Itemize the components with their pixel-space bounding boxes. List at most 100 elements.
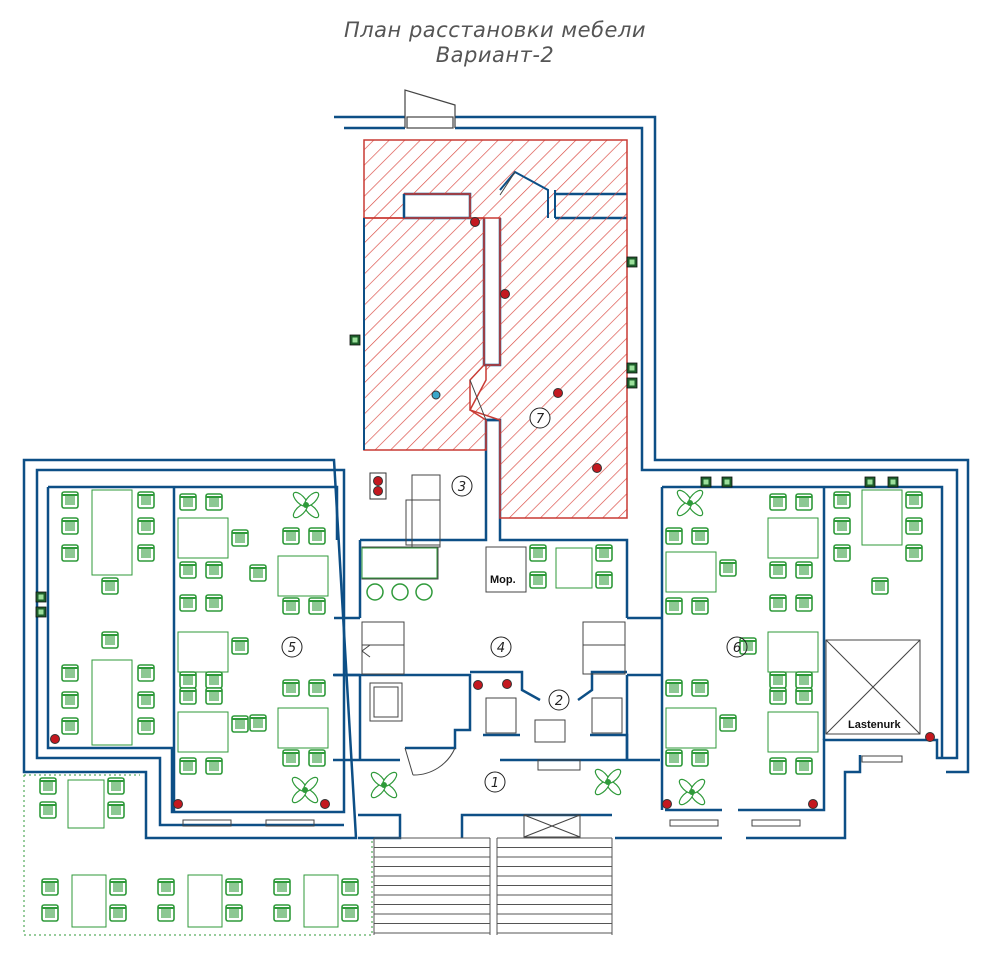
sign-marker [721,476,733,488]
chair [341,904,359,922]
chair [691,527,709,545]
chair [308,679,326,697]
plant [291,776,319,804]
room-1-label: 1 [484,771,506,793]
chair [905,544,923,562]
svg-text:6: 6 [733,641,741,656]
room-7-label: 7 [529,407,551,429]
chair [205,671,223,689]
marker-dot [925,732,935,742]
chair [308,527,326,545]
marker-dot [500,289,510,299]
chair [665,749,683,767]
chair [833,491,851,509]
chair [157,878,175,896]
chair [137,664,155,682]
chair [39,777,57,795]
marker-box [369,472,387,500]
chair [231,715,249,733]
chair [833,544,851,562]
table [555,547,593,589]
table [71,874,107,928]
chair [225,878,243,896]
chair [157,904,175,922]
sign-marker [35,591,47,603]
chair [665,597,683,615]
sign-marker [626,377,638,389]
svg-text:1: 1 [491,776,499,791]
svg-text:7: 7 [536,412,545,427]
chair [691,597,709,615]
plant [370,771,398,799]
chair [341,878,359,896]
chair [795,561,813,579]
chair [137,491,155,509]
room-5-label: 5 [281,636,303,658]
room-labels: 1 2 3 4 5 6 7 Мор. Lastenurk [281,407,901,793]
chair [109,878,127,896]
marker-dot [502,679,512,689]
chair [282,749,300,767]
table [91,489,133,576]
chair [282,679,300,697]
svg-text:3: 3 [458,480,466,495]
table [187,874,223,928]
table [767,517,819,559]
bar-counter [361,547,438,579]
sign-marker [700,476,712,488]
chair [109,904,127,922]
chair [795,594,813,612]
marker-dot [373,476,383,486]
marker-dot [173,799,183,809]
chair [205,493,223,511]
chair [249,714,267,732]
chair [719,714,737,732]
marker-dot [373,486,383,496]
chair [769,687,787,705]
chair [107,777,125,795]
chair [795,757,813,775]
chair [61,664,79,682]
chair [595,544,613,562]
chair [205,757,223,775]
chair [61,544,79,562]
sign-marker [626,256,638,268]
chair [107,801,125,819]
plant [678,778,706,806]
marker-dot [50,734,60,744]
table [177,631,229,673]
chair [769,757,787,775]
bar-stool [391,583,409,601]
chair [691,749,709,767]
sign-marker [864,476,876,488]
table [767,711,819,753]
marker-dot [320,799,330,809]
chair [769,493,787,511]
sign-marker [887,476,899,488]
chair [595,571,613,589]
sign-marker [626,362,638,374]
chair [137,517,155,535]
chair [273,904,291,922]
table [177,517,229,559]
svg-text:4: 4 [497,641,505,656]
chair [795,493,813,511]
chair [308,597,326,615]
plant [292,491,320,519]
chair [795,687,813,705]
table [277,555,329,597]
chair [137,544,155,562]
entrance-stairs [373,837,613,935]
kitchen-zone [363,139,628,519]
room-4-label: 4 [490,636,512,658]
plan-subtitle: Вариант-2 [435,43,555,67]
chair [179,594,197,612]
chair [273,878,291,896]
chair [179,671,197,689]
chair [179,561,197,579]
top-door [404,89,456,129]
marker-dot [808,799,818,809]
svg-text:5: 5 [288,641,296,656]
chair [231,637,249,655]
marker-dot [431,390,441,400]
